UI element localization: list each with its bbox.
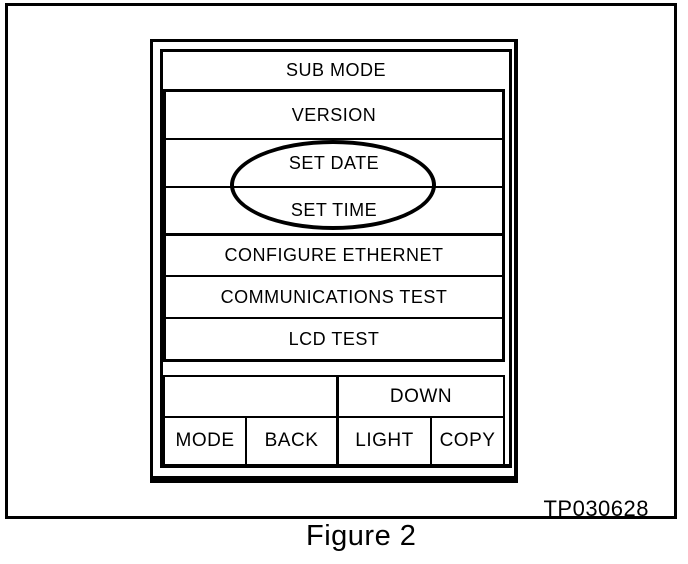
device-screen: SUB MODE VERSION SET DATE SET TIME CONFI… [160, 49, 512, 468]
nav-row: DOWN [165, 377, 503, 416]
figure-frame: SUB MODE VERSION SET DATE SET TIME CONFI… [5, 3, 677, 521]
menu-item-label: LCD TEST [288, 328, 380, 349]
menu-item-label: SET TIME [290, 200, 378, 220]
function-key-row: MODE BACK LIGHT COPY [165, 416, 503, 464]
menu-item-set-time[interactable]: SET TIME [166, 186, 502, 233]
menu-item-lcd-test[interactable]: LCD TEST [166, 317, 502, 359]
menu-item-version[interactable]: VERSION [166, 92, 502, 138]
back-button[interactable]: BACK [245, 418, 336, 464]
copy-button[interactable]: COPY [430, 418, 503, 464]
figure-ref-code: TP030628 [543, 496, 649, 521]
menu-box: VERSION SET DATE SET TIME CONFIGURE ETHE… [163, 89, 505, 362]
back-button-label: BACK [264, 430, 319, 451]
menu-item-label: COMMUNICATIONS TEST [220, 286, 448, 307]
light-button[interactable]: LIGHT [336, 418, 430, 464]
nav-blank-cell [165, 377, 336, 416]
menu-item-configure-ethernet[interactable]: CONFIGURE ETHERNET [166, 233, 502, 275]
down-button-label: DOWN [389, 385, 453, 407]
light-button-label: LIGHT [355, 430, 414, 451]
figure-caption: Figure 2 [306, 520, 417, 552]
screen-title-row: SUB MODE [163, 52, 509, 89]
menu-item-label: VERSION [291, 104, 377, 125]
down-button[interactable]: DOWN [336, 377, 503, 416]
softkey-area: DOWN MODE BACK LIGHT COPY [163, 375, 505, 464]
menu-item-communications-test[interactable]: COMMUNICATIONS TEST [166, 275, 502, 317]
menu-item-label: CONFIGURE ETHERNET [224, 245, 444, 265]
screen-title: SUB MODE [285, 60, 386, 80]
copy-button-label: COPY [439, 430, 496, 451]
menu-item-label: SET DATE [288, 152, 380, 173]
menu-item-set-date[interactable]: SET DATE [166, 138, 502, 186]
mode-button[interactable]: MODE [165, 418, 245, 464]
mode-button-label: MODE [175, 430, 235, 451]
